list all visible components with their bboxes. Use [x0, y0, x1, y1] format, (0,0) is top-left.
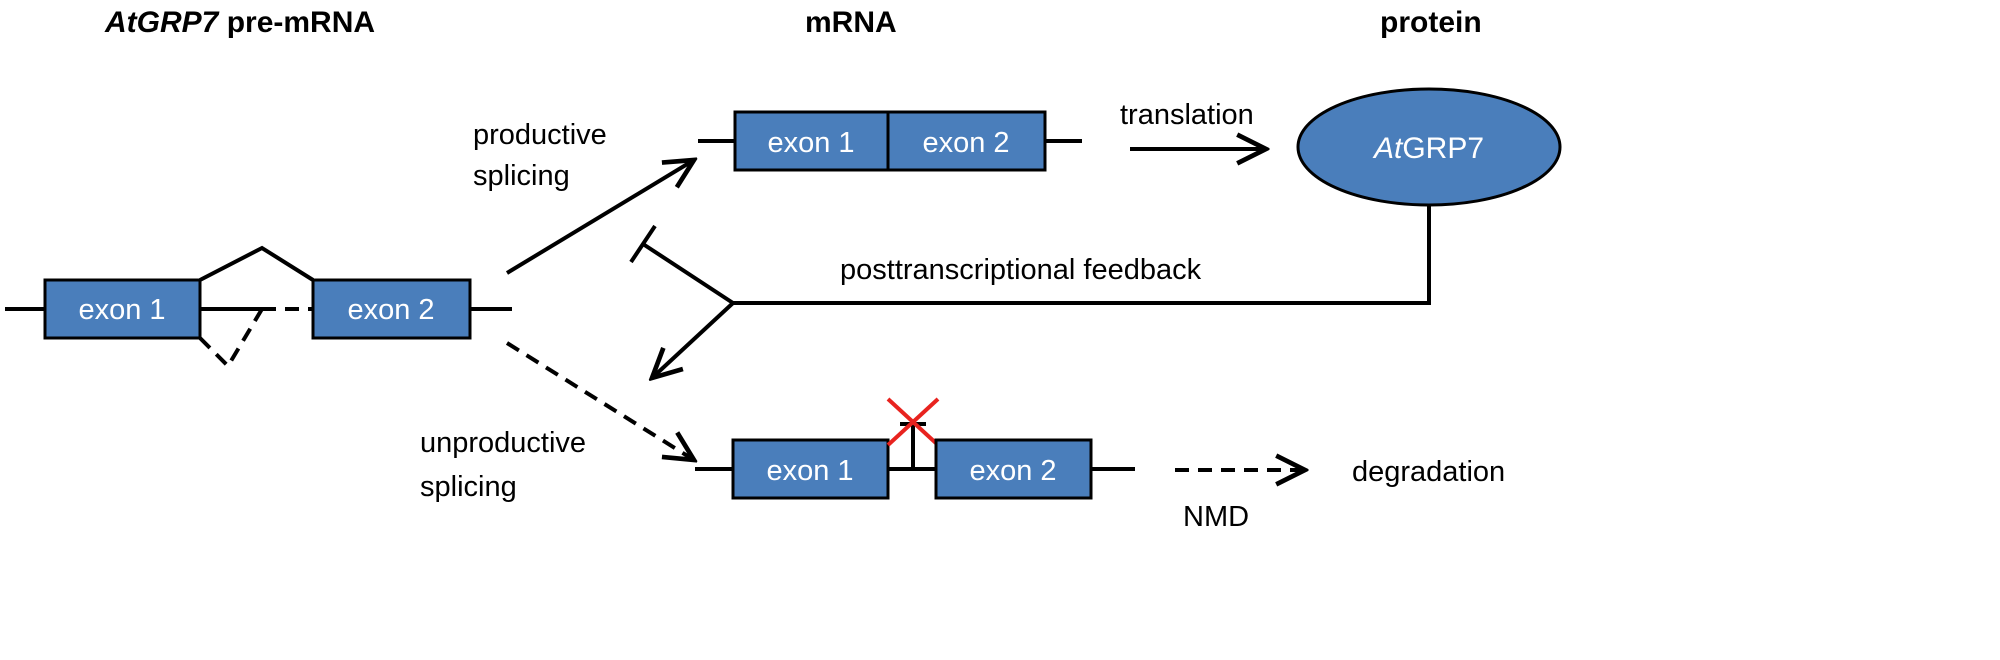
- feedback-inhibition-branch: [641, 242, 735, 305]
- protein-header: protein: [1380, 6, 1482, 39]
- feedback-inhibition-bar: [629, 224, 657, 264]
- pre-mrna-exon-2-label: exon 2: [347, 294, 434, 326]
- posttranscriptional-feedback: [629, 205, 1431, 378]
- productive-splice-junction: [199, 245, 315, 282]
- pre-mrna-exon-2: [311, 278, 472, 340]
- unproductive-splicing-label-line1: unproductive: [420, 427, 586, 459]
- productive-splicing-label-line2: splicing: [473, 160, 570, 192]
- atgrp7-protein-label: AtGRP7: [1372, 132, 1484, 165]
- atgrp7-protein-label-italic: At: [1372, 132, 1404, 165]
- productive-splicing-label-line1: productive: [473, 119, 607, 151]
- atgrp7-protein-label-rest: GRP7: [1402, 132, 1484, 165]
- red-cross-icon-stroke-2: [886, 397, 940, 447]
- productive-mrna: exon 1 exon 2: [698, 110, 1082, 172]
- pre-mrna-exon-1-label: exon 1: [78, 294, 165, 326]
- feedback-line: [733, 205, 1431, 305]
- unproductive-mrna-exon-1: [731, 438, 890, 500]
- unproductive-splicing-label-line2: splicing: [420, 471, 517, 503]
- unproductive-mrna-exon-2: [934, 438, 1093, 500]
- productive-splicing-arrow: [505, 160, 694, 275]
- premrna-gene-name: AtGRP7: [104, 6, 220, 39]
- unproductive-mrna-exon-1-label: exon 1: [766, 455, 853, 487]
- unproductive-splice-junction: [198, 307, 264, 370]
- unproductive-mrna-exon-2-label: exon 2: [969, 455, 1056, 487]
- degradation-label: degradation: [1352, 456, 1505, 488]
- pre-mrna-transcript: exon 1 exon 2: [5, 245, 512, 370]
- feedback-promotion-arrow: [652, 301, 735, 378]
- premrna-header: AtGRP7 pre-mRNA: [104, 6, 375, 39]
- unproductive-splicing-arrow: [505, 341, 694, 460]
- atgrp7-protein: AtGRP7: [1296, 87, 1562, 207]
- translation-label: translation: [1120, 99, 1254, 131]
- mrna-header: mRNA: [805, 6, 897, 39]
- nmd-label: NMD: [1183, 501, 1249, 533]
- productive-mrna-exon-1-label: exon 1: [767, 127, 854, 159]
- premrna-header-suffix: pre-mRNA: [218, 6, 375, 39]
- productive-mrna-exon-2-label: exon 2: [922, 127, 1009, 159]
- feedback-label: posttranscriptional feedback: [840, 254, 1202, 286]
- unproductive-mrna: exon 1 exon 2: [695, 397, 1135, 500]
- productive-mrna-exon-2: [886, 110, 1047, 172]
